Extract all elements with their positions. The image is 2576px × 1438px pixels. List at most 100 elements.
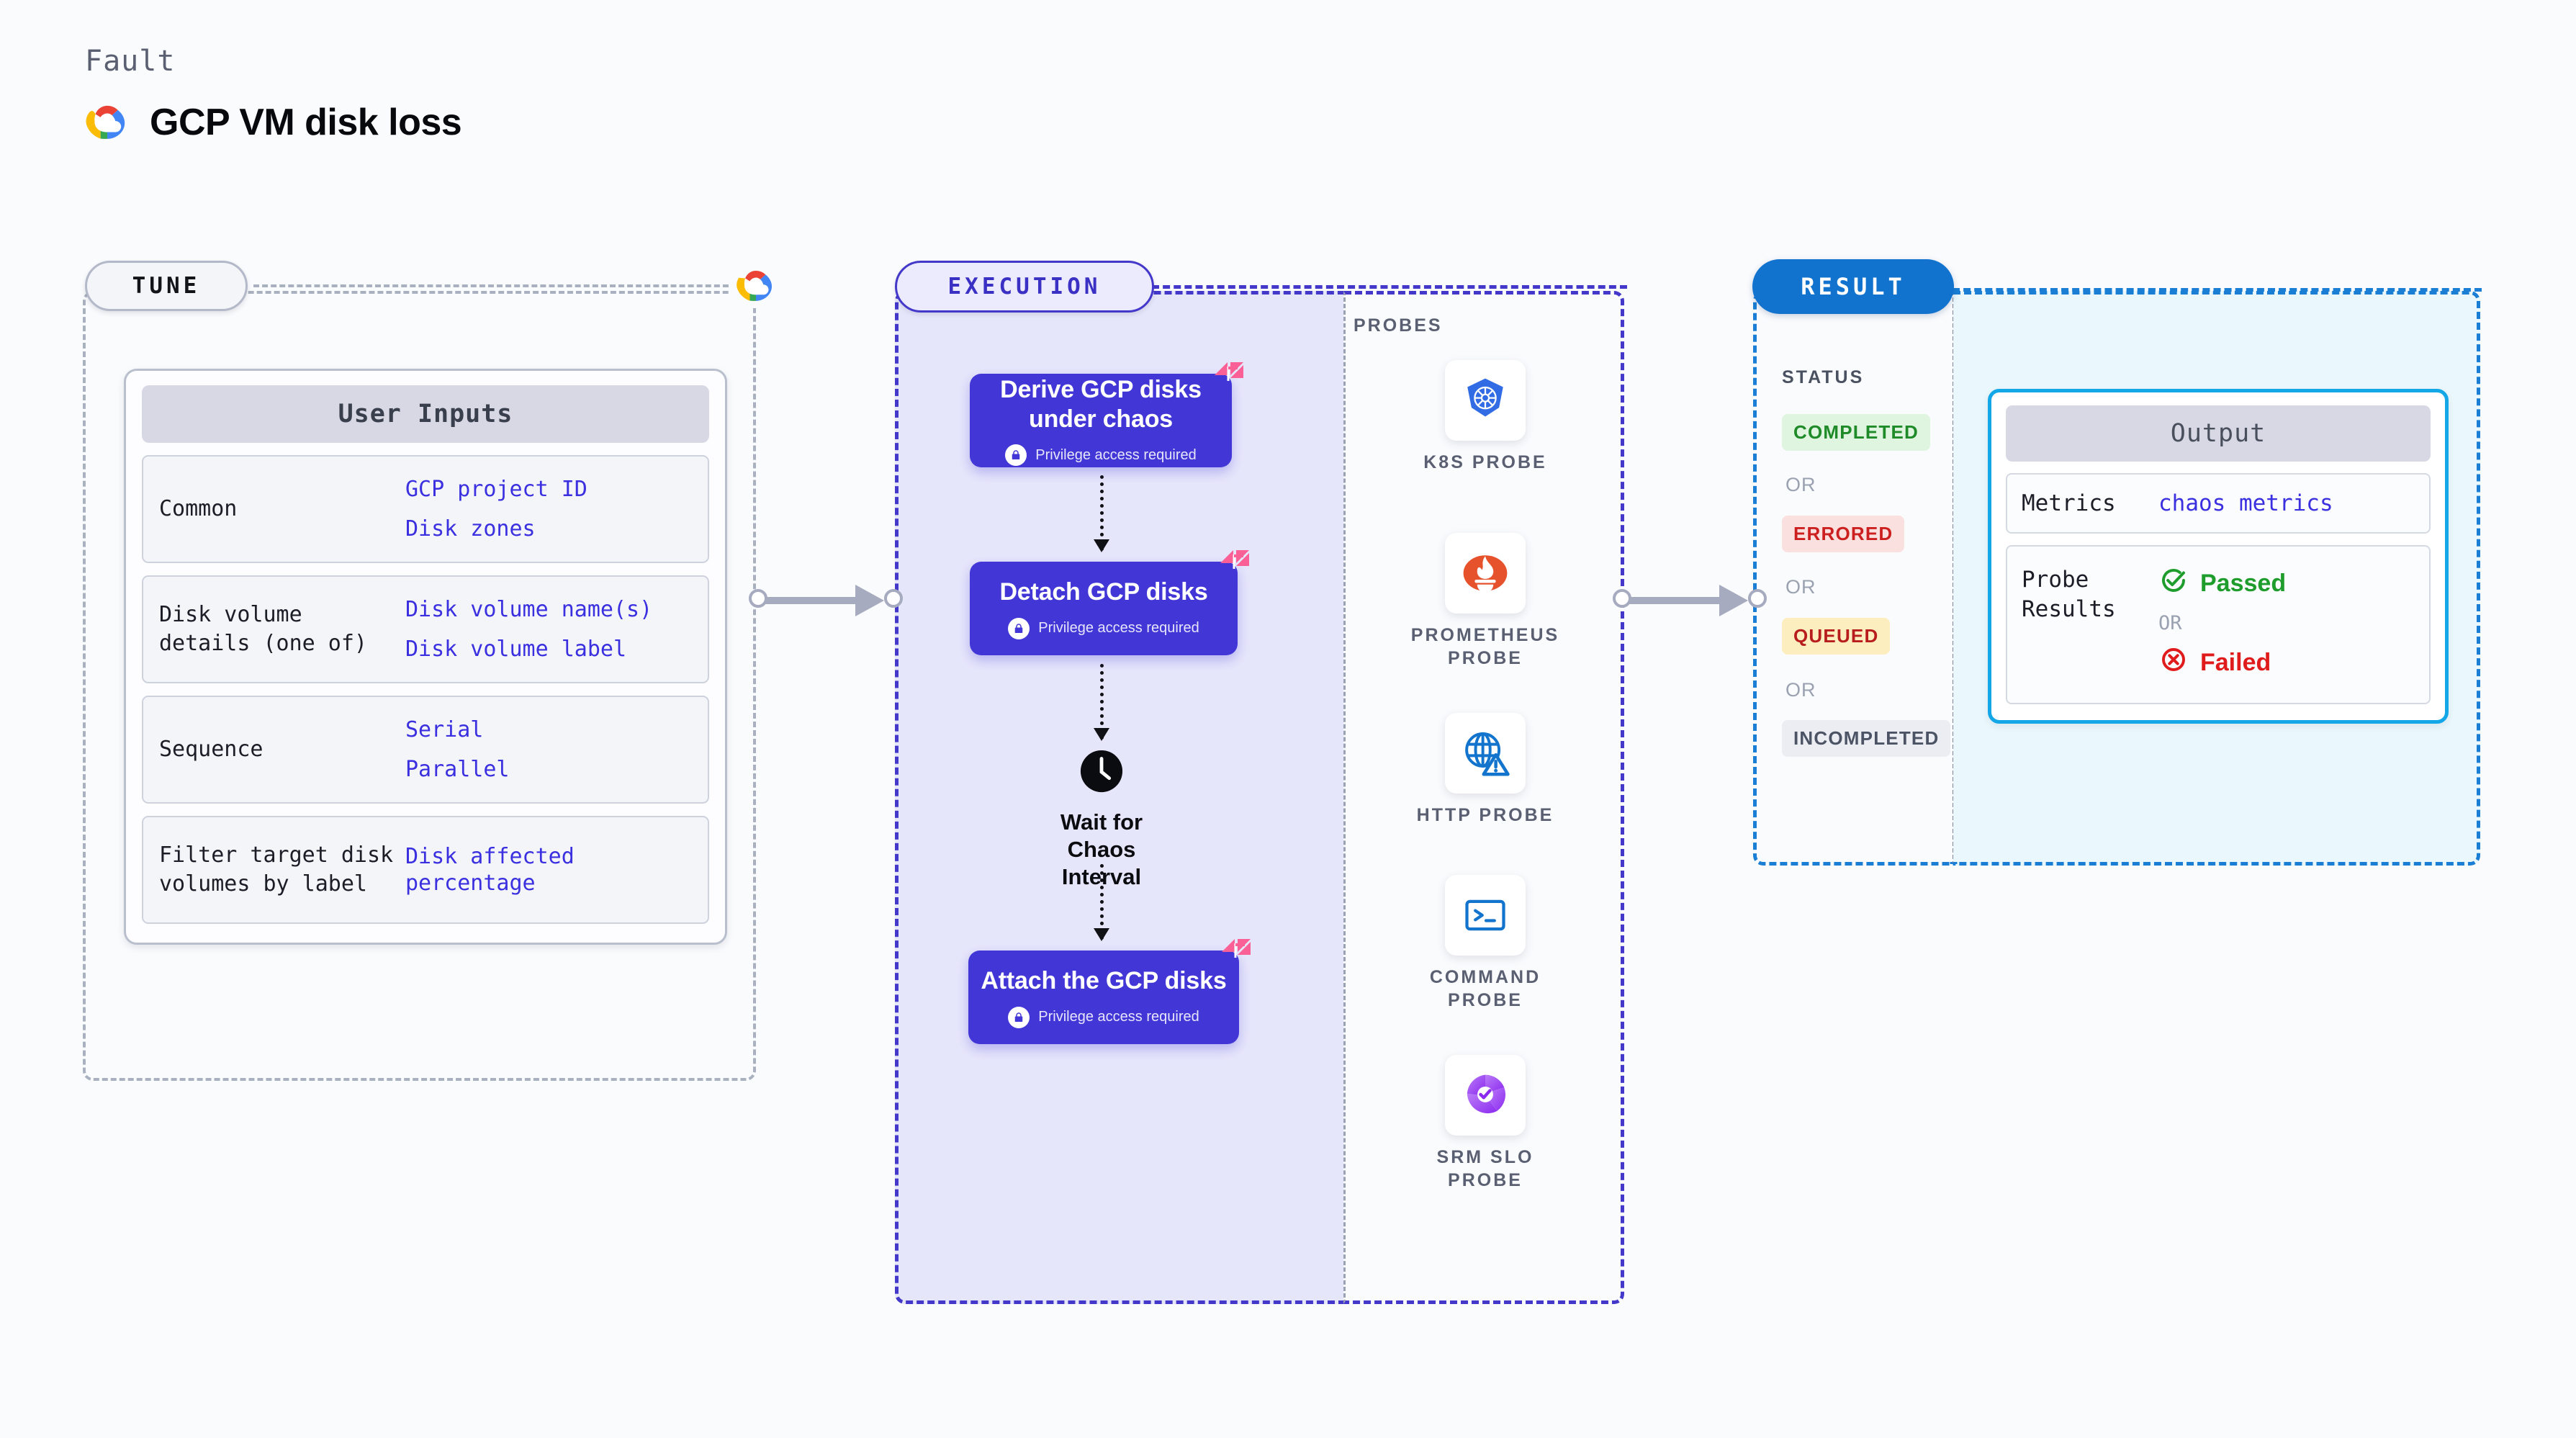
output-card: Output Metrics chaos metrics Probe Resul… (1988, 389, 2449, 724)
http-globe-warning-icon (1445, 713, 1526, 794)
execution-step-card[interactable]: Detach GCP disks Privilege access requir… (970, 550, 1249, 655)
lock-icon (1005, 444, 1027, 467)
flow-arrow (1094, 864, 1109, 941)
probe-results-values: Passed OR Failed (2158, 565, 2286, 681)
row-values: Serial Parallel (405, 716, 510, 783)
arrow-start-dot (749, 589, 767, 608)
row-value[interactable]: Serial (405, 716, 484, 742)
probe-item-http[interactable]: HTTP PROBE (1402, 713, 1568, 827)
probe-item-command[interactable]: COMMAND PROBE (1402, 875, 1568, 1012)
probe-item-k8s[interactable]: K8S PROBE (1402, 360, 1568, 474)
kubernetes-icon (1445, 360, 1526, 441)
wait-for-chaos-interval: Wait for Chaos Interval (1042, 749, 1161, 890)
user-inputs-row[interactable]: Disk volume details (one of) Disk volume… (142, 575, 709, 683)
row-key: Filter target disk volumes by label (159, 842, 394, 897)
status-badge-queued: QUEUED (1782, 618, 1891, 655)
user-inputs-row[interactable]: Sequence Serial Parallel (142, 696, 709, 804)
lock-icon (1008, 1006, 1030, 1028)
output-metrics-row[interactable]: Metrics chaos metrics (2006, 473, 2431, 534)
user-inputs-row[interactable]: Common GCP project ID Disk zones (142, 455, 709, 563)
output-probe-results-row: Probe Results Passed OR (2006, 545, 2431, 705)
tune-stage-container (83, 291, 756, 1081)
probe-item-srm-slo[interactable]: SRM SLO PROBE (1402, 1055, 1568, 1192)
step-title: Derive GCP disks under chaos (1000, 375, 1202, 433)
result-stage-label[interactable]: RESULT (1752, 259, 1954, 314)
probes-title: PROBES (1354, 315, 1443, 336)
row-values: Disk affected percentage (405, 843, 701, 897)
prometheus-icon (1445, 533, 1526, 614)
tune-stage-label[interactable]: TUNE (85, 261, 248, 311)
check-circle-icon (2158, 565, 2189, 602)
row-values: Disk volume name(s) Disk volume label (405, 596, 652, 663)
result-dashed-connector (1953, 288, 2482, 292)
probe-label: COMMAND PROBE (1429, 967, 1541, 1010)
failed-label: Failed (2200, 649, 2271, 677)
execution-step-card[interactable]: Derive GCP disks under chaos Privilege a… (970, 362, 1243, 467)
probe-label: SRM SLO PROBE (1436, 1147, 1534, 1190)
flow-arrow (1094, 475, 1109, 552)
user-inputs-title: User Inputs (142, 385, 709, 443)
tune-dashed-connector (253, 284, 737, 287)
probe-result-or: OR (2158, 612, 2182, 635)
output-title: Output (2006, 405, 2431, 462)
probe-results-key: Probe Results (2022, 567, 2116, 622)
execution-dashed-connector (1152, 285, 1627, 289)
gcp-cloud-logo-icon (85, 104, 130, 140)
step-note: Privilege access required (1008, 1006, 1199, 1028)
probe-result-failed: Failed (2158, 644, 2286, 681)
user-inputs-row[interactable]: Filter target disk volumes by label Disk… (142, 816, 709, 924)
chaos-badge-icon (1215, 544, 1255, 585)
execution-step-card[interactable]: Attach the GCP disks Privilege access re… (968, 939, 1251, 1044)
result-status-container (1753, 291, 1955, 866)
probe-result-passed: Passed (2158, 565, 2286, 602)
row-value[interactable]: GCP project ID (405, 476, 587, 502)
step-title: Attach the GCP disks (981, 967, 1227, 995)
row-value[interactable]: Parallel (405, 757, 510, 782)
status-or-label: OR (1785, 474, 1816, 495)
probe-label: HTTP PROBE (1416, 805, 1554, 825)
status-badge-errored: ERRORED (1782, 516, 1905, 552)
terminal-icon (1445, 875, 1526, 956)
clock-icon (1079, 749, 1124, 797)
step-note: Privilege access required (1008, 617, 1199, 639)
status-or-label: OR (1785, 679, 1816, 701)
row-key: Disk volume details (one of) (159, 601, 367, 657)
probe-item-prometheus[interactable]: PROMETHEUS PROBE (1402, 533, 1568, 670)
metrics-value[interactable]: chaos metrics (2158, 490, 2333, 517)
page-title: GCP VM disk loss (150, 102, 462, 143)
step-note-text: Privilege access required (1035, 446, 1197, 463)
wait-label: Wait for Chaos Interval (1060, 809, 1143, 889)
row-values: GCP project ID Disk zones (405, 476, 587, 543)
x-circle-icon (2158, 644, 2189, 681)
arrow-end-dot (1748, 589, 1767, 608)
step-note-text: Privilege access required (1038, 620, 1199, 637)
lock-icon (1008, 617, 1030, 639)
row-value[interactable]: Disk volume label (405, 637, 627, 662)
execution-to-result-arrow (1613, 585, 1767, 616)
status-badge-incompleted: INCOMPLETED (1782, 720, 1951, 757)
probe-label: K8S PROBE (1423, 452, 1547, 472)
row-key: Common (159, 495, 238, 521)
tune-gcp-logo-icon (729, 264, 783, 308)
arrow-head-icon (855, 585, 884, 616)
arrow-end-dot (884, 589, 903, 608)
row-value[interactable]: Disk zones (405, 516, 536, 542)
arrow-start-dot (1613, 589, 1631, 608)
metrics-key: Metrics (2022, 490, 2116, 516)
status-badge-completed: COMPLETED (1782, 414, 1931, 451)
flow-arrow (1094, 664, 1109, 741)
srm-slo-icon (1445, 1055, 1526, 1136)
arrow-line (1624, 597, 1739, 604)
row-key: Sequence (159, 736, 264, 762)
passed-label: Passed (2200, 570, 2287, 598)
page-kicker: Fault (85, 45, 176, 78)
user-inputs-card: User Inputs Common GCP project ID Disk z… (124, 369, 727, 945)
status-title: STATUS (1782, 367, 1865, 387)
step-note: Privilege access required (1005, 444, 1197, 467)
arrow-line (760, 597, 875, 604)
page-title-row: GCP VM disk loss (85, 101, 462, 144)
row-value[interactable]: Disk volume name(s) (405, 596, 653, 622)
row-value[interactable]: Disk affected percentage (405, 843, 575, 896)
execution-stage-label[interactable]: EXECUTION (895, 261, 1154, 313)
tune-to-execution-arrow (749, 585, 903, 616)
